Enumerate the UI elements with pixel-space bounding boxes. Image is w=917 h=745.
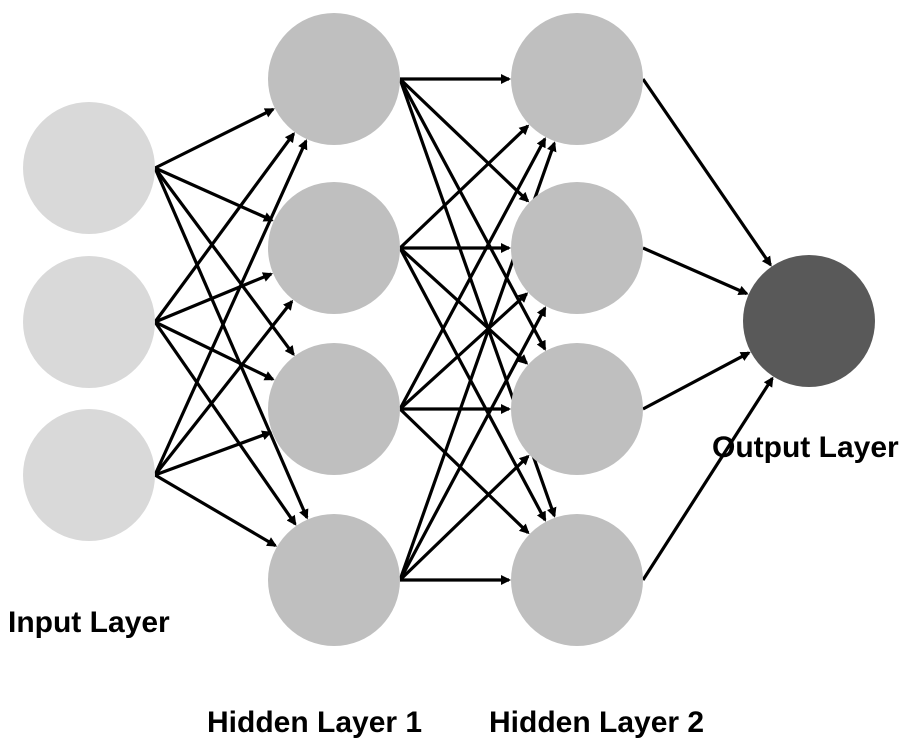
edge-hidden1-4-to-hidden2-3: [398, 454, 530, 582]
edge-input-1-to-hidden1-1: [154, 107, 275, 170]
edge-input-3-to-hidden1-2: [153, 299, 294, 476]
edge-hidden1-4-to-hidden2-2: [398, 306, 547, 581]
edge-hidden2-2-to-output-1: [642, 246, 749, 296]
edge-hidden1-2-to-hidden2-1: [398, 124, 530, 250]
edge-input-3-to-hidden1-4: [154, 473, 278, 547]
edge-input-1-to-hidden1-4: [153, 167, 309, 520]
input-node-2: [23, 256, 155, 388]
edge-input-2-to-hidden1-3: [154, 320, 275, 381]
edge-hidden1-2-to-hidden2-4: [398, 247, 547, 522]
edge-hidden1-3-to-hidden2-4: [398, 407, 530, 535]
input-node-1: [23, 102, 155, 234]
hidden1-node-3: [268, 343, 400, 475]
hidden-layer-2-label: Hidden Layer 2: [489, 706, 704, 739]
hidden1-node-4: [268, 514, 400, 646]
hidden2-node-3: [511, 343, 643, 475]
hidden1-node-2: [268, 182, 400, 314]
edge-input-2-to-hidden1-1: [153, 132, 295, 323]
edge-input-2-to-hidden1-2: [154, 272, 274, 324]
edge-input-2-to-hidden1-4: [153, 321, 297, 526]
edge-hidden2-4-to-output-1: [641, 376, 774, 581]
connection-arrows: [153, 74, 774, 585]
hidden-layer-1-label: Hidden Layer 1: [207, 706, 422, 739]
hidden2-node-4: [511, 514, 643, 646]
hidden2-node-1: [511, 13, 643, 145]
edge-hidden2-3-to-output-1: [642, 351, 751, 411]
input-node-3: [23, 409, 155, 541]
edge-hidden1-1-to-hidden2-2: [398, 77, 530, 203]
edge-hidden1-3-to-hidden2-2: [398, 292, 529, 411]
edge-input-3-to-hidden1-1: [153, 139, 308, 476]
hidden1-node-1: [268, 13, 400, 145]
edge-hidden1-2-to-hidden2-3: [398, 246, 529, 365]
edge-input-1-to-hidden1-3: [153, 167, 295, 357]
output-node-1: [743, 255, 875, 387]
neuron-nodes: [23, 13, 875, 646]
input-layer-label: Input Layer: [8, 606, 170, 639]
edge-hidden2-1-to-output-1: [641, 78, 772, 267]
edge-input-1-to-hidden1-2: [154, 166, 274, 222]
hidden2-node-2: [511, 182, 643, 314]
edge-hidden1-3-to-hidden2-1: [398, 137, 547, 410]
edge-hidden1-1-to-hidden2-3: [398, 78, 547, 351]
output-layer-label: Output Layer: [712, 431, 899, 464]
edge-input-3-to-hidden1-3: [154, 430, 273, 477]
